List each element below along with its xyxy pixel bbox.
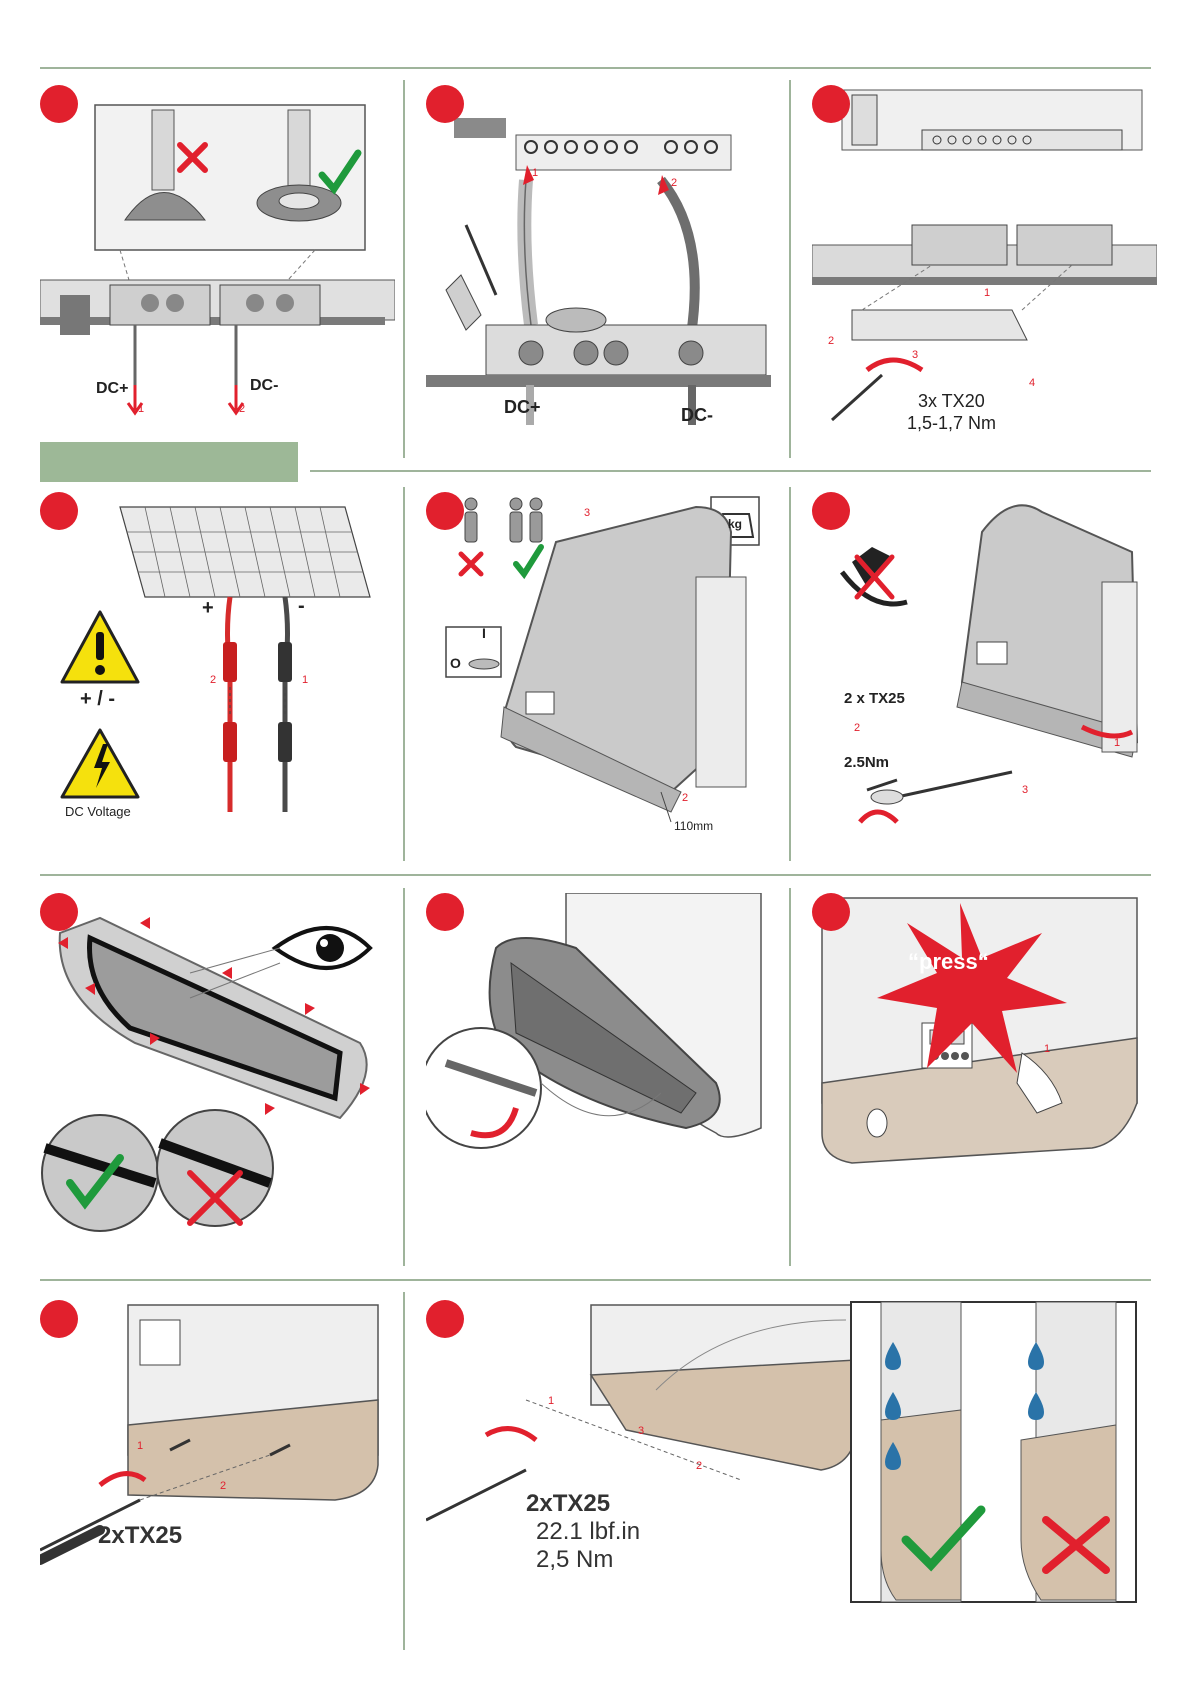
step-11-drawing <box>426 1300 1146 1655</box>
step-11-badge-1: 1 <box>548 1395 554 1407</box>
step-4-minus-label: - <box>298 595 305 618</box>
step-11-torque-imperial: 22.1 lbf.in <box>536 1518 640 1546</box>
step-6-marker <box>812 492 850 530</box>
step-10-badge-2: 2 <box>220 1480 226 1492</box>
step-9-press-label: “press“ <box>908 949 989 975</box>
step-1-dc-minus-label: DC- <box>250 377 278 395</box>
step-10-screws-label: 2xTX25 <box>98 1522 182 1550</box>
step-9-drawing <box>812 893 1157 1258</box>
divider-row2-b <box>789 487 791 861</box>
step-1-badge-2: 2 <box>239 403 245 415</box>
divider-row3 <box>40 874 1151 876</box>
step-3-badge-1: 1 <box>984 287 990 299</box>
step-2-panel: DC+ DC- 1 2 <box>426 85 781 455</box>
step-10-drawing <box>40 1300 395 1655</box>
step-10-panel: 2xTX25 1 2 <box>40 1300 395 1655</box>
step-6-drawing <box>812 492 1157 857</box>
step-9-marker <box>812 893 850 931</box>
step-6-badge-1: 1 <box>1114 737 1120 749</box>
divider-row2 <box>310 470 1151 472</box>
step-9-panel: “press“ 1 <box>812 893 1157 1258</box>
step-11-panel: 2xTX25 22.1 lbf.in 2,5 Nm 1 2 3 <box>426 1300 1146 1655</box>
step-11-screws-label: 2xTX25 <box>526 1490 610 1518</box>
step-8-panel <box>426 893 781 1258</box>
step-4-panel: + - + / - DC Voltage 1 2 <box>40 492 395 857</box>
step-2-badge-2: 2 <box>671 177 677 189</box>
step-3-panel: 3x TX20 1,5-1,7 Nm 1 2 3 4 <box>812 85 1157 455</box>
step-9-badge-1: 1 <box>1044 1043 1050 1055</box>
step-6-panel: 2 x TX25 2.5Nm 1 2 3 <box>812 492 1157 857</box>
step-8-drawing <box>426 893 781 1258</box>
step-5-distance-label: 110mm <box>674 819 713 833</box>
step-1-dc-plus-label: DC+ <box>96 380 128 398</box>
step-11-marker <box>426 1300 464 1338</box>
step-4-polarity-warning: + / - <box>80 688 115 711</box>
step-4-marker <box>40 492 78 530</box>
step-3-badge-4: 4 <box>1029 377 1035 389</box>
step-5-badge-3: 3 <box>584 507 590 519</box>
step-5-weight-icon-text: kg <box>728 517 742 531</box>
step-3-badge-3: 3 <box>912 349 918 361</box>
step-1-panel: DC+ DC- 1 2 <box>40 85 395 455</box>
divider-top <box>40 67 1151 69</box>
step-2-marker <box>426 85 464 123</box>
step-6-badge-3: 3 <box>1022 784 1028 796</box>
step-5-drawing <box>426 492 781 857</box>
step-2-drawing <box>426 85 781 455</box>
step-4-drawing <box>40 492 395 857</box>
step-5-switch-off: O <box>450 655 461 671</box>
step-10-marker <box>40 1300 78 1338</box>
step-6-torque-label: 2.5Nm <box>844 754 889 771</box>
step-5-marker <box>426 492 464 530</box>
step-3-marker <box>812 85 850 123</box>
step-3-torque-tool: 3x TX20 <box>918 391 985 412</box>
step-7-panel <box>40 893 395 1258</box>
step-11-badge-3: 3 <box>638 1425 644 1437</box>
step-11-torque-metric: 2,5 Nm <box>536 1546 613 1574</box>
step-8-marker <box>426 893 464 931</box>
step-2-dc-minus-label: DC- <box>681 405 713 426</box>
step-10-badge-1: 1 <box>137 1440 143 1452</box>
step-4-plus-label: + <box>202 597 214 620</box>
step-4-badge-1: 1 <box>302 674 308 686</box>
step-6-badge-2: 2 <box>854 722 860 734</box>
step-1-marker <box>40 85 78 123</box>
step-7-marker <box>40 893 78 931</box>
step-1-badge-1: 1 <box>138 403 144 415</box>
divider-row4-a <box>403 1292 405 1650</box>
divider-row1-a <box>403 80 405 458</box>
step-5-badge-2: 2 <box>682 792 688 804</box>
step-2-badge-1: 1 <box>532 167 538 179</box>
step-6-screws-label: 2 x TX25 <box>844 690 905 707</box>
step-11-badge-2: 2 <box>696 1460 702 1472</box>
step-7-drawing <box>40 893 395 1258</box>
divider-row2-a <box>403 487 405 861</box>
step-2-dc-plus-label: DC+ <box>504 397 541 418</box>
step-3-torque-value: 1,5-1,7 Nm <box>907 413 996 434</box>
divider-row3-a <box>403 888 405 1266</box>
divider-row1-b <box>789 80 791 458</box>
divider-row4 <box>40 1279 1151 1281</box>
divider-row3-b <box>789 888 791 1266</box>
step-1-drawing <box>40 85 395 455</box>
step-3-badge-2: 2 <box>828 335 834 347</box>
step-5-panel: kg I O 110mm 2 3 <box>426 492 781 857</box>
step-4-dc-voltage-warning: DC Voltage <box>65 804 131 819</box>
step-4-badge-2: 2 <box>210 674 216 686</box>
step-5-switch-on: I <box>482 625 486 641</box>
